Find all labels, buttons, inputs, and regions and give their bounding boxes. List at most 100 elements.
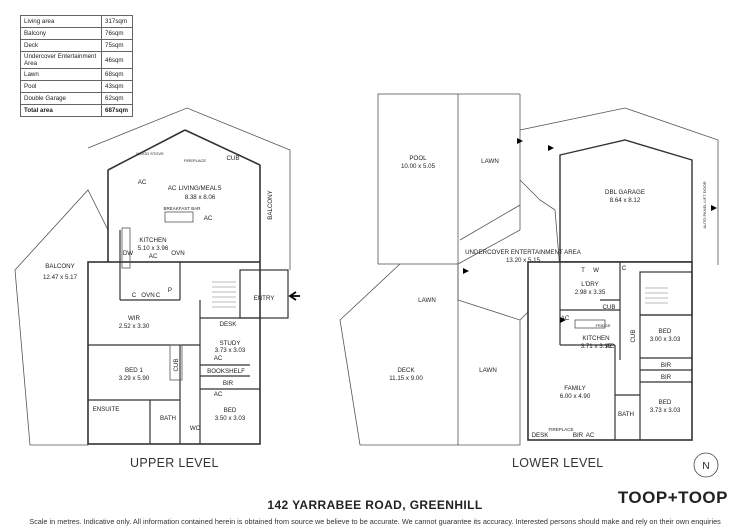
upper-house-walls xyxy=(87,261,261,445)
entry-arrow-icon xyxy=(288,291,300,301)
compass-circle xyxy=(693,452,719,478)
lower-bed-b-label: BED xyxy=(659,399,672,406)
lower-bir-label-1: BIR xyxy=(661,362,672,369)
lower-bath-label: BATH xyxy=(618,411,634,418)
disclaimer: Scale in metres. Indicative only. All in… xyxy=(29,517,721,526)
arrow-icon xyxy=(463,268,469,274)
study-label: STUDY xyxy=(220,340,241,347)
plan-label: AC xyxy=(606,343,615,350)
lower-bir-label-2: BIR xyxy=(661,374,672,381)
garage-label: DBL GARAGE xyxy=(605,189,645,196)
fridge-label: FRIDGE xyxy=(595,323,610,328)
breakfast-label: BREAKFAST BAR xyxy=(164,206,202,211)
area-label: Lawn xyxy=(20,68,102,81)
deck-dim: 11.15 x 9.00 xyxy=(389,375,423,382)
upper-cub2-label: CUB xyxy=(173,358,180,371)
ldry-label: L'DRY xyxy=(581,281,599,288)
garage-dim: 8.64 x 8.12 xyxy=(610,197,641,204)
plan-label: AC xyxy=(138,179,147,186)
lower-desk-label: DESK xyxy=(532,432,550,439)
area-value: 76sqm xyxy=(101,27,133,40)
bed1-dim: 3.29 x 5.90 xyxy=(119,375,150,382)
family-label: FAMILY xyxy=(564,385,586,392)
compass-letter: N xyxy=(702,461,709,472)
lower-kitchen-label: KITCHEN xyxy=(582,335,609,342)
plan-label: P xyxy=(168,287,172,294)
family-dim: 6.00 x 4.90 xyxy=(560,393,591,400)
area-value: 43sqm xyxy=(101,80,133,93)
area-value: 687sqm xyxy=(101,104,133,117)
area-label: Undercover Entertainment Area xyxy=(20,51,102,69)
plan-wall xyxy=(639,271,693,316)
lawn-label-1: LAWN xyxy=(481,158,499,165)
area-value: 62sqm xyxy=(101,92,133,105)
arrow-icon xyxy=(548,145,554,151)
plan-label: OVN xyxy=(171,250,184,257)
area-label: Balcony xyxy=(20,27,102,40)
plan-wall xyxy=(121,227,131,269)
pool-dim: 10.00 x 5.05 xyxy=(401,163,436,170)
area-value: 68sqm xyxy=(101,68,133,81)
garage-outline xyxy=(559,139,693,263)
upper-bath-label: BATH xyxy=(160,415,176,422)
arrow-icon xyxy=(517,138,523,144)
ensuite-label: ENSUITE xyxy=(93,406,120,413)
ldry-dim: 2.98 x 3.35 xyxy=(575,289,606,296)
pool-outline xyxy=(377,93,459,265)
area-value: 75sqm xyxy=(101,39,133,52)
lawn-outline xyxy=(457,299,521,446)
upper-roof-outline xyxy=(87,107,291,270)
plan-label: AC xyxy=(214,355,223,362)
living-dim: 8.38 x 8.06 xyxy=(185,194,216,201)
wir-dim: 2.52 x 3.30 xyxy=(119,323,150,330)
undercover-label: UNDERCOVER ENTERTAINMENT AREA xyxy=(465,249,582,256)
upper-balcony-left-dim: 12.47 x 5.17 xyxy=(43,274,78,281)
area-label: Pool xyxy=(20,80,102,93)
plan-label: AC xyxy=(561,315,570,322)
area-label: Living area xyxy=(20,15,102,28)
lawn-label-3: LAWN xyxy=(479,367,497,374)
wc-label: WC xyxy=(190,425,201,432)
plan-wall xyxy=(184,129,261,166)
study-dim: 3.73 x 3.03 xyxy=(215,347,246,354)
plan-wall xyxy=(459,204,521,241)
plan-label: C xyxy=(132,292,137,299)
plan-label: AC xyxy=(586,432,595,439)
upper-balcony-left-label: BALCONY xyxy=(45,263,75,270)
lower-kitchen-dim: 3.71 x 3.15 xyxy=(581,343,612,350)
upper-balcony-right-label: BALCONY xyxy=(267,190,274,220)
lower-bir-label-3: BIR xyxy=(573,432,584,439)
upper-bed-label: BED xyxy=(224,407,237,414)
bookshelf-label: BOOKSHELF xyxy=(207,368,245,375)
undercover-dim: 13.20 x 5.15 xyxy=(506,257,541,264)
lower-bed-b-dim: 3.73 x 3.03 xyxy=(650,407,681,414)
garage-roof-outline xyxy=(519,107,719,265)
lower-house-walls xyxy=(527,261,693,441)
garage-door-label: AUTO PANEL LIFT DOOR xyxy=(702,181,707,228)
bed1-label: BED 1 xyxy=(125,367,143,374)
pool-label: POOL xyxy=(409,155,427,162)
lower-fireplace-label: FIREPLACE xyxy=(548,427,573,432)
upper-cub-label: CUB xyxy=(226,155,239,162)
upper-kitchen-dim: 5.10 x 3.96 xyxy=(138,245,169,252)
living-label: LIVING/MEALS xyxy=(179,185,222,192)
plan-label: C xyxy=(622,265,627,272)
plan-label: DW xyxy=(123,250,133,257)
upper-bed-dim: 3.50 x 3.03 xyxy=(215,415,246,422)
brand-logo: TOOP+TOOP xyxy=(617,488,728,507)
fireplace-label: FIREPLACE xyxy=(184,158,207,163)
plan-label: AC xyxy=(214,391,223,398)
area-label: Double Garage xyxy=(20,92,102,105)
area-label: Deck xyxy=(20,39,102,52)
plan-label: C xyxy=(156,292,161,299)
plan-label: AC xyxy=(204,215,213,222)
